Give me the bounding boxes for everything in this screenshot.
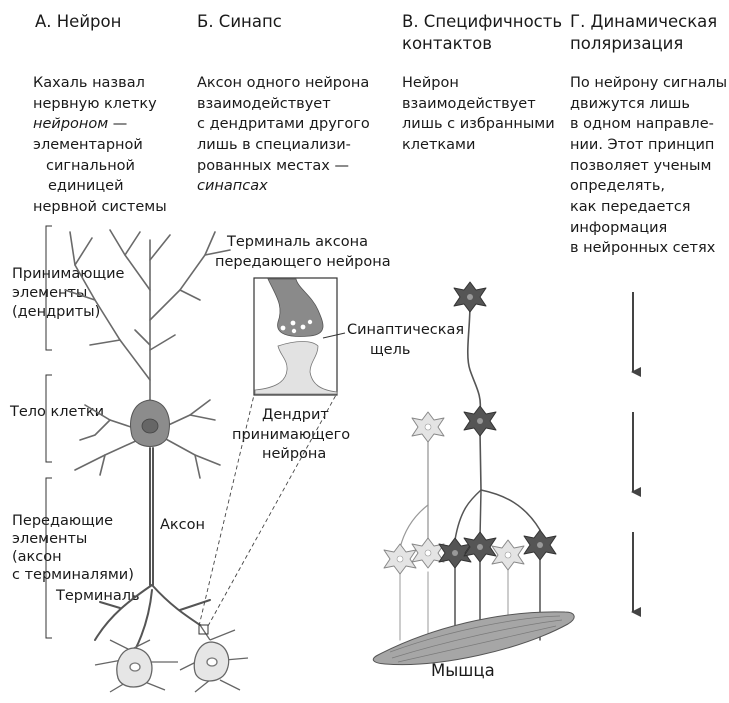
text-line: в одном направле- <box>570 116 714 132</box>
label-axon-terminal-2: передающего нейрона <box>215 254 391 270</box>
text-line: лишь в специализи- <box>197 137 351 153</box>
label-synaptic-cleft-2: щель <box>370 342 411 358</box>
label-transmitting-2: элементы <box>12 531 88 547</box>
label-terminal: Терминаль <box>56 588 140 604</box>
synapse-highlight-box <box>198 624 209 635</box>
neuron-nucleus <box>141 418 159 434</box>
text-line: По нейрону сигналы <box>570 75 728 91</box>
heading-specificity-line2: контактов <box>402 34 492 53</box>
heading-neuron: А. Нейрон <box>35 12 122 31</box>
text-line: Нейрон <box>402 75 459 91</box>
text-line: нейроном — <box>33 114 127 135</box>
label-transmitting-4: с терминалями) <box>12 567 134 583</box>
text-line: с дендритами другого <box>197 116 370 132</box>
label-receiving-2: элементы <box>12 285 88 301</box>
heading-polarization-line2: поляризация <box>570 34 684 53</box>
label-transmitting-3: (аксон <box>12 549 62 565</box>
text-line: определять, <box>570 178 666 194</box>
text-line: элементарной <box>33 137 143 153</box>
text-line: взаимодействует <box>197 96 331 112</box>
text-line: нии. Этот принцип <box>570 137 715 153</box>
text-line: взаимодействует <box>402 96 536 112</box>
network-neurons <box>383 281 557 575</box>
label-dendrite: Дендрит <box>262 407 329 423</box>
text-line: Аксон одного нейрона <box>197 75 370 91</box>
text-line: в нейронных сетях <box>570 240 716 256</box>
italic-term: нейроном <box>33 116 109 132</box>
label-cell-body: Тело клетки <box>10 404 105 420</box>
network-connections <box>399 303 541 641</box>
label-axon: Аксон <box>160 517 206 533</box>
text-line: позволяет ученым <box>570 158 712 174</box>
text-line: движутся лишь <box>570 96 690 112</box>
neuron-dendrites <box>64 229 231 479</box>
label-dendrite-2: принимающего <box>232 427 351 443</box>
heading-polarization: Г. Динамическая <box>570 12 718 31</box>
text-line: информация <box>570 220 668 236</box>
muscle <box>372 611 575 666</box>
leader-synaptic-cleft <box>322 332 346 339</box>
synapse-inset <box>253 277 338 396</box>
label-receiving-3: (дендриты) <box>12 304 101 320</box>
bracket-transmitting <box>45 477 52 639</box>
label-receiving: Принимающие <box>12 266 125 282</box>
label-axon-terminal: Терминаль аксона <box>227 234 368 250</box>
label-transmitting: Передающие <box>12 513 114 529</box>
text-line: нервную клетку <box>33 96 157 112</box>
text-line: лишь с избранными <box>402 116 555 132</box>
heading-specificity: В. Специфичность <box>402 12 563 31</box>
italic-term: синапсах <box>197 178 268 194</box>
text-line: как передается <box>570 199 691 215</box>
text-line: клетками <box>402 137 476 153</box>
text-fragment: — <box>108 116 128 132</box>
zoom-dashed-lines <box>198 394 337 627</box>
neuron-axon <box>94 447 211 651</box>
text-line: рованных местах — <box>197 158 349 174</box>
target-cells <box>94 624 249 693</box>
text-line: нервной системы <box>33 199 167 215</box>
bracket-receiving <box>45 225 52 351</box>
label-synaptic-cleft: Синаптическая <box>347 322 465 338</box>
bracket-cell-body <box>45 374 52 463</box>
text-line: Кахаль назвал <box>33 75 145 91</box>
label-muscle: Мышца <box>431 661 495 680</box>
label-dendrite-3: нейрона <box>262 446 327 462</box>
text-line: сигнальной <box>46 158 135 174</box>
heading-synapse: Б. Синапс <box>197 12 282 31</box>
text-line: единицей <box>48 178 124 194</box>
